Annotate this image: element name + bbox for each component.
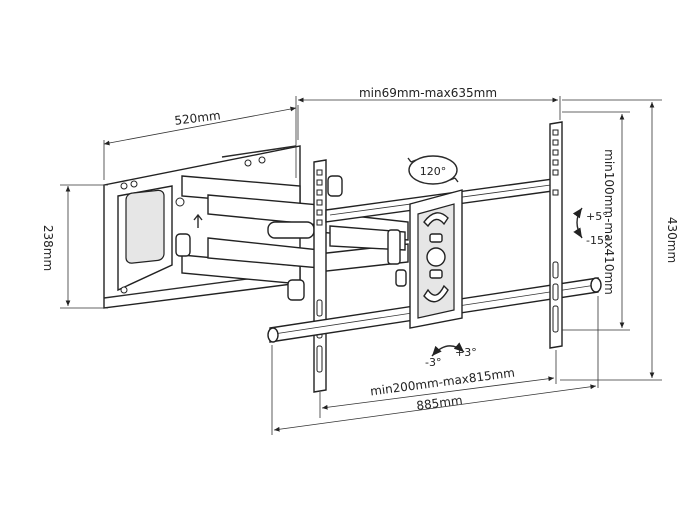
rotate-left-label: -3° [425,356,441,369]
tilt-indicator [572,207,583,239]
rotation-indicator [431,342,465,357]
swivel-label: 120° [420,165,447,178]
dimension-lines [60,96,662,435]
center-plate [409,189,463,329]
tilt-down-label: -15° [586,234,609,247]
rotate-right-label: +3° [455,346,477,359]
tilt-up-label: +5° [586,210,608,223]
swivel-indicator [407,155,459,185]
plate-width-label: 520mm [174,108,222,128]
articulating-arms [175,175,409,301]
bracket-height-label: 430mm [665,217,679,263]
plate-height-label: 238mm [41,225,55,271]
left-vertical-bracket [313,159,327,393]
right-vertical-bracket [549,121,563,349]
vesa-horizontal-label: min200mm-max815mm [369,366,515,399]
total-width-label: 885mm [416,393,464,413]
vesa-vertical-label: min100mm-max410mm [602,149,616,295]
arm-extension-label: min69mm-max635mm [359,86,497,100]
